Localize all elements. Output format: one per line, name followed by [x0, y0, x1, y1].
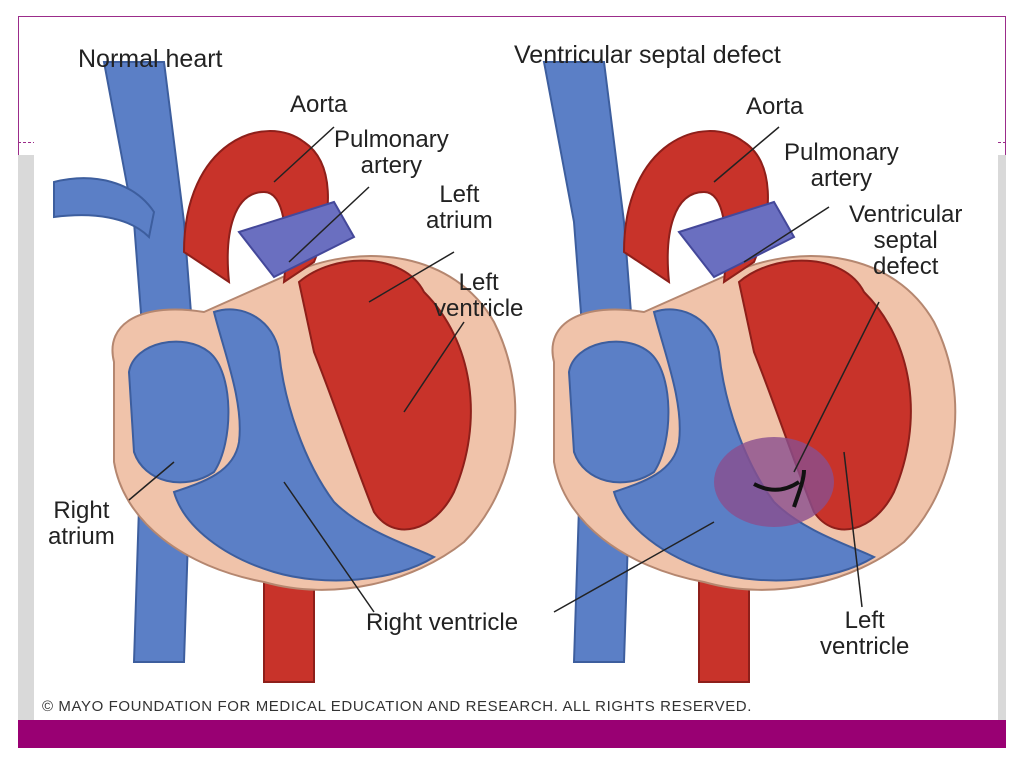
right-side-bar	[998, 155, 1006, 720]
vsd-heart-drawing	[542, 61, 957, 683]
label-left-ventricle-right: Left ventricle	[820, 607, 910, 660]
label-pulmonary-artery-right: Pulmonary artery	[784, 139, 899, 192]
label-pulmonary-artery-left: Pulmonary artery	[334, 126, 449, 179]
vsd-title: Ventricular septal defect	[514, 41, 781, 69]
label-left-ventricle-left: Left ventricle	[434, 269, 524, 322]
heart-illustration: Normal heart Aorta Pulmonary artery Left…	[34, 22, 998, 720]
label-right-ventricle: Right ventricle	[366, 609, 519, 636]
bottom-accent-band	[18, 720, 1006, 748]
label-aorta-right: Aorta	[746, 93, 804, 120]
label-left-atrium: Left atrium	[426, 181, 493, 234]
label-right-atrium: Right atrium	[48, 497, 115, 550]
label-ventricular-septal-defect: Ventricular septal defect	[849, 201, 963, 280]
heart-drawings	[53, 61, 957, 683]
label-aorta-left: Aorta	[290, 91, 348, 118]
normal-heart-title: Normal heart	[78, 45, 223, 73]
normal-heart-drawing	[53, 61, 517, 683]
copyright-notice: © MAYO FOUNDATION FOR MEDICAL EDUCATION …	[42, 698, 752, 715]
left-side-bar	[18, 155, 34, 720]
